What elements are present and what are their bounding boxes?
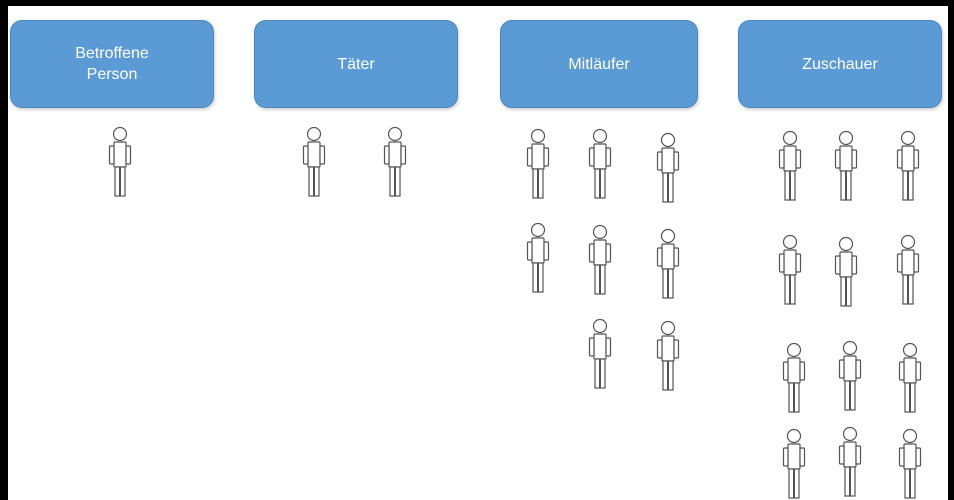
person-icon [588, 318, 612, 390]
person-icon [898, 428, 922, 500]
group-label-mitlaeufer: Mitläufer [568, 55, 630, 73]
person-icon [588, 224, 612, 296]
person-icon [778, 130, 802, 202]
person-icon [782, 428, 806, 500]
diagram-canvas: Betroffene Person Täter Mitläufer Zuscha… [8, 6, 948, 500]
group-box-mitlaeufer: Mitläufer [500, 20, 698, 108]
person-icon [838, 426, 862, 498]
person-icon [896, 130, 920, 202]
person-icon [526, 222, 550, 294]
person-icon [896, 234, 920, 306]
person-icon [656, 320, 680, 392]
person-icon [526, 128, 550, 200]
group-label-taeter: Täter [337, 55, 375, 73]
person-icon [838, 340, 862, 412]
group-label-zuschauer: Zuschauer [802, 55, 878, 73]
group-label-betroffene-person: Betroffene Person [75, 45, 149, 83]
person-icon [782, 342, 806, 414]
person-icon [656, 132, 680, 204]
person-icon [778, 234, 802, 306]
person-icon [834, 236, 858, 308]
group-box-zuschauer: Zuschauer [738, 20, 942, 108]
person-icon [656, 228, 680, 300]
person-icon [834, 130, 858, 202]
person-icon [108, 126, 132, 198]
person-icon [588, 128, 612, 200]
group-box-betroffene-person: Betroffene Person [10, 20, 214, 108]
person-icon [302, 126, 326, 198]
person-icon [898, 342, 922, 414]
group-box-taeter: Täter [254, 20, 458, 108]
person-icon [383, 126, 407, 198]
